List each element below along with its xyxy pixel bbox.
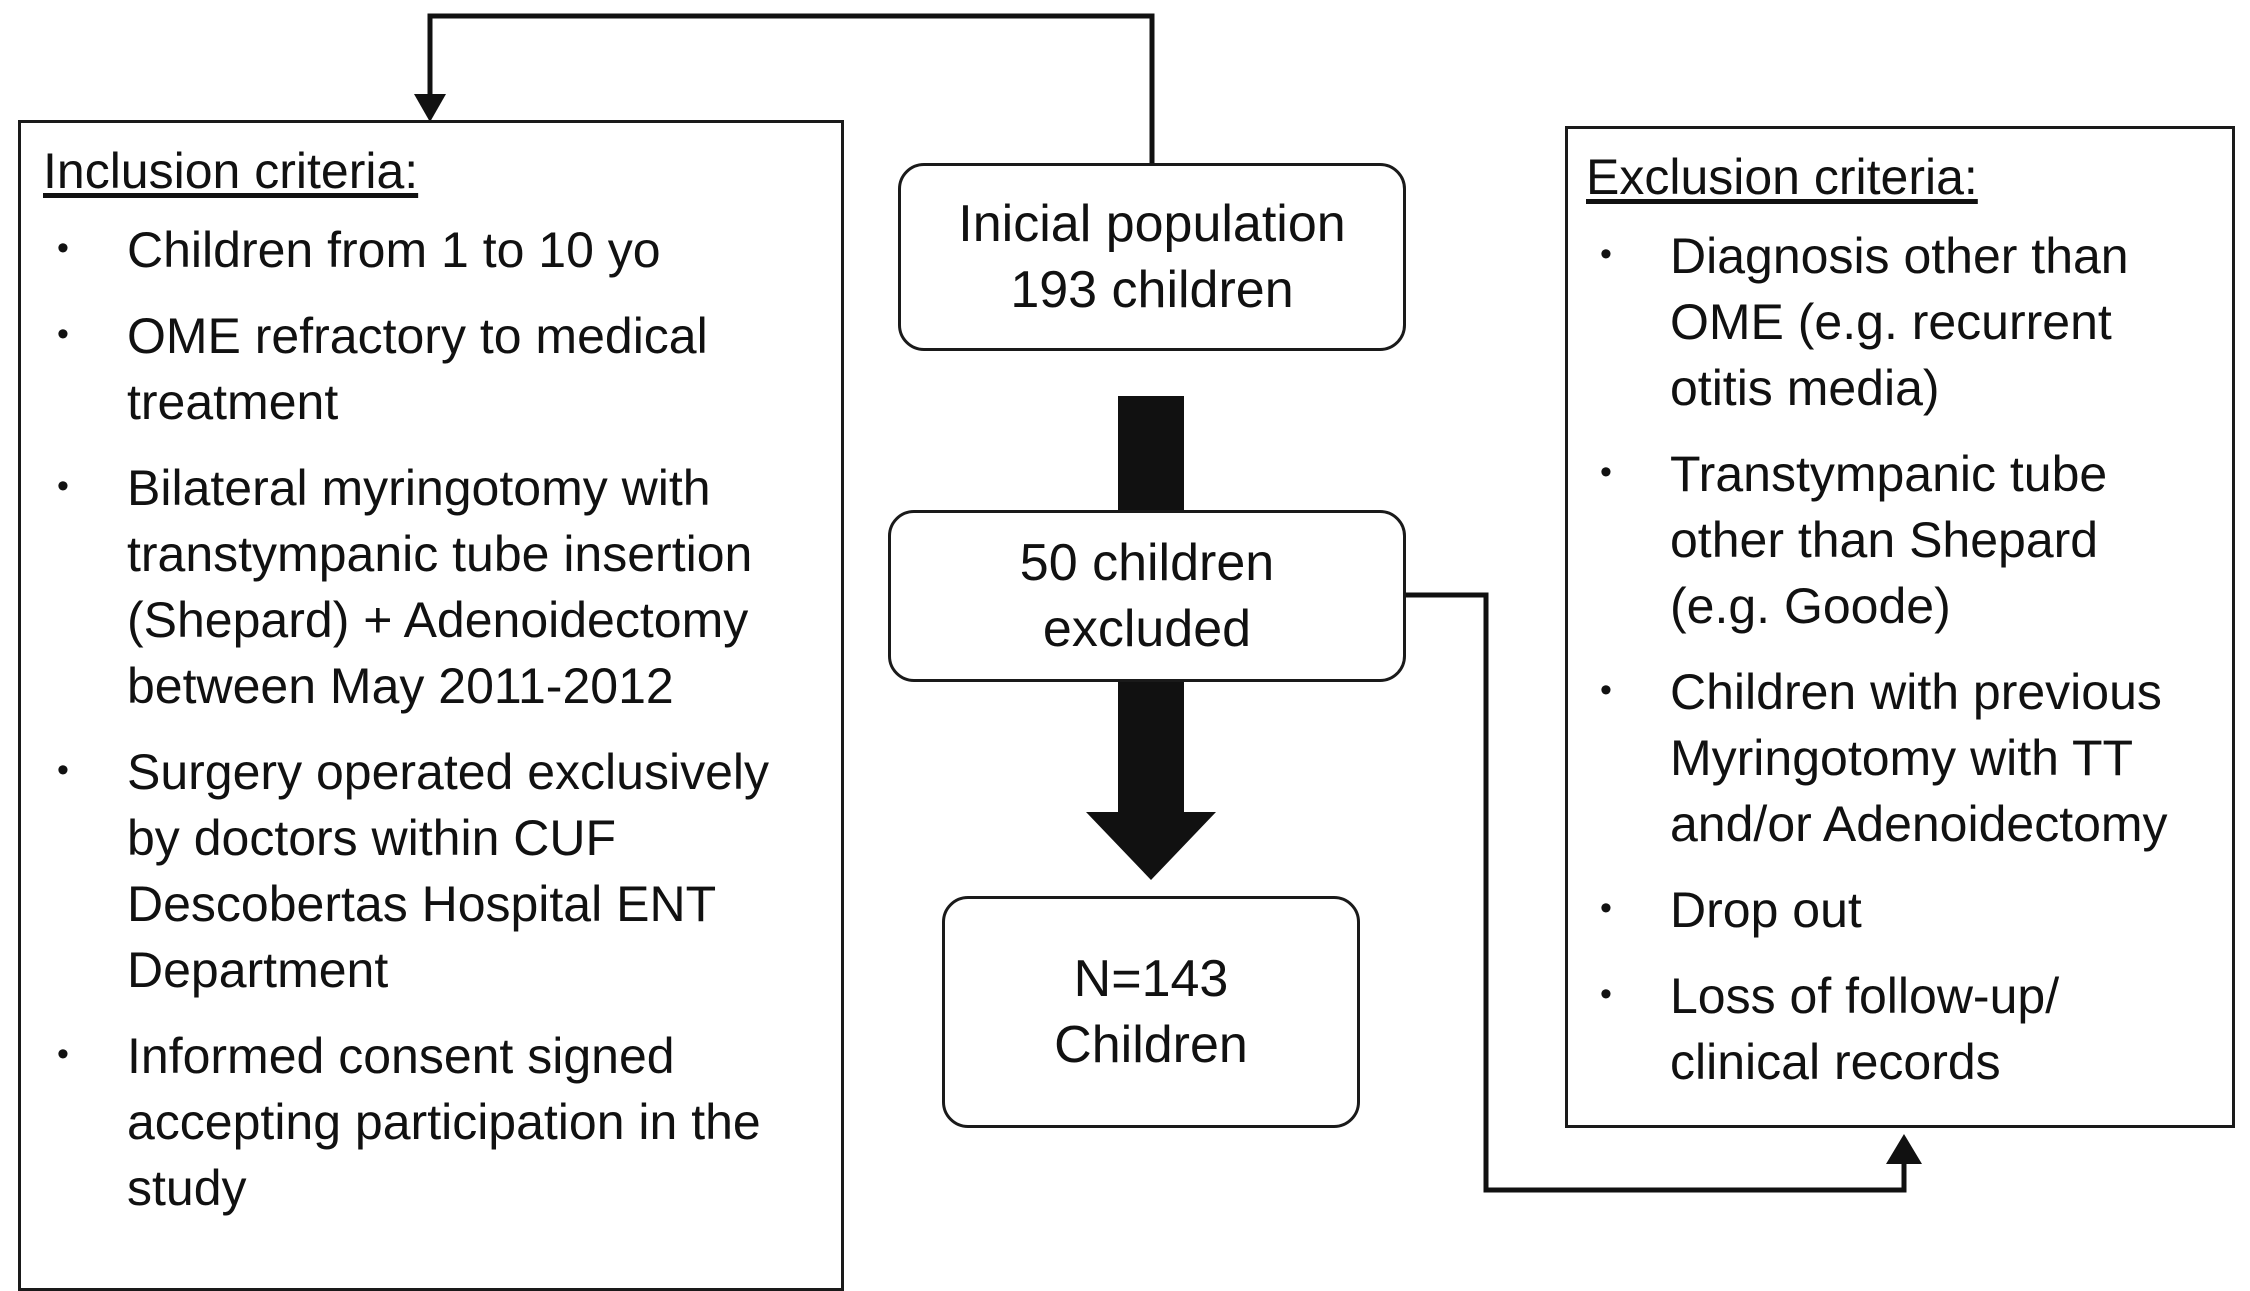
exclusion-list: • Diagnosis other than OME (e.g. recurren… bbox=[1586, 223, 2208, 1095]
excluded-text: 50 children excluded bbox=[1019, 534, 1275, 658]
bullet-icon: • bbox=[57, 467, 69, 505]
inclusion-list: • Children from 1 to 10 yo • OME refractor… bbox=[43, 217, 817, 1221]
exclusion-item: • Loss of follow-up/ clinical records bbox=[1586, 963, 2208, 1095]
excluded-box: 50 children excluded bbox=[888, 510, 1406, 682]
bullet-icon: • bbox=[57, 1035, 69, 1073]
final-sample-box: N=143 Children bbox=[942, 896, 1360, 1128]
arrowhead-inclusion bbox=[414, 94, 446, 122]
bullet-icon: • bbox=[1600, 235, 1612, 273]
exclusion-item: • Children with previous Myringotomy with… bbox=[1586, 659, 2208, 857]
exclusion-item-text: Drop out bbox=[1670, 882, 1862, 938]
inclusion-criteria-box: Inclusion criteria: • Children from 1 to … bbox=[18, 120, 844, 1291]
connector-excluded-to-exclusion bbox=[1406, 592, 1907, 1193]
initial-population-box: Inicial population 193 children bbox=[898, 163, 1406, 351]
connector-initial-to-inclusion bbox=[427, 13, 1155, 163]
bullet-icon: • bbox=[57, 751, 69, 789]
exclusion-heading: Exclusion criteria: bbox=[1586, 149, 1978, 205]
bullet-icon: • bbox=[57, 229, 69, 267]
inclusion-item-text: Children from 1 to 10 yo bbox=[127, 222, 661, 278]
exclusion-item-text: Loss of follow-up/ clinical records bbox=[1670, 968, 2060, 1090]
exclusion-item: • Transtympanic tube other than Shepard (… bbox=[1586, 441, 2208, 639]
inclusion-item-text: Surgery operated exclusively by doctors … bbox=[127, 744, 769, 998]
inclusion-item: • Informed consent signed accepting parti… bbox=[43, 1023, 817, 1221]
bullet-icon: • bbox=[1600, 671, 1612, 709]
bullet-icon: • bbox=[57, 315, 69, 353]
inclusion-item: • OME refractory to medical treatment bbox=[43, 303, 817, 435]
exclusion-item-text: Diagnosis other than OME (e.g. recurrent… bbox=[1670, 228, 2129, 416]
arrowhead-main bbox=[1086, 812, 1216, 880]
bullet-icon: • bbox=[1600, 889, 1612, 927]
initial-population-text: Inicial population 193 children bbox=[958, 195, 1346, 319]
inclusion-item: • Surgery operated exclusively by doctors… bbox=[43, 739, 817, 1003]
inclusion-heading: Inclusion criteria: bbox=[43, 143, 419, 199]
inclusion-item-text: Informed consent signed accepting partic… bbox=[127, 1028, 761, 1216]
inclusion-item-text: OME refractory to medical treatment bbox=[127, 308, 708, 430]
inclusion-item-text: Bilateral myringotomy with transtympanic… bbox=[127, 460, 753, 714]
arrow-shaft-top bbox=[1118, 396, 1184, 510]
bullet-icon: • bbox=[1600, 453, 1612, 491]
exclusion-item: • Drop out bbox=[1586, 877, 2208, 943]
exclusion-item: • Diagnosis other than OME (e.g. recurren… bbox=[1586, 223, 2208, 421]
bullet-icon: • bbox=[1600, 975, 1612, 1013]
arrowhead-exclusion bbox=[1886, 1134, 1922, 1164]
exclusion-item-text: Transtympanic tube other than Shepard (e… bbox=[1670, 446, 2108, 634]
arrow-shaft-bottom bbox=[1118, 682, 1184, 814]
inclusion-item: • Children from 1 to 10 yo bbox=[43, 217, 817, 283]
exclusion-item-text: Children with previous Myringotomy with … bbox=[1670, 664, 2168, 852]
final-sample-text: N=143 Children bbox=[1054, 950, 1248, 1074]
inclusion-item: • Bilateral myringotomy with transtympani… bbox=[43, 455, 817, 719]
exclusion-criteria-box: Exclusion criteria: • Diagnosis other tha… bbox=[1565, 126, 2235, 1128]
